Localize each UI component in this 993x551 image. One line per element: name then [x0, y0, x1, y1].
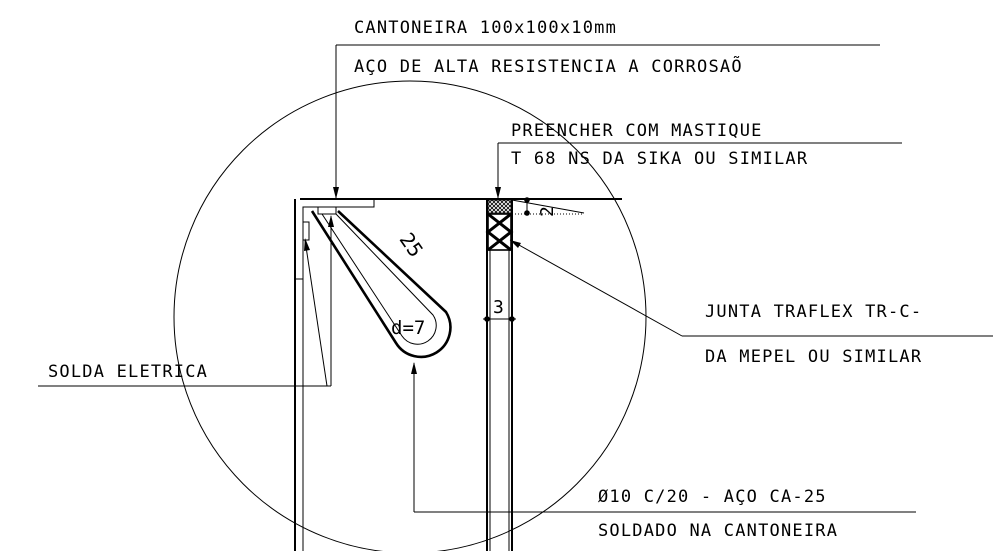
solda-arrow-2 — [304, 238, 310, 251]
junta-label-2: DA MEPEL OU SIMILAR — [705, 347, 922, 367]
gap-dim-label: 3 — [493, 297, 504, 318]
diameter-dim-label: d=7 — [391, 317, 425, 339]
preencher-label-2: T 68 NS DA SIKA OU SIMILAR — [511, 149, 808, 169]
junta-leader-diagonal — [509, 239, 683, 337]
cantoneira-label-1: CANTONEIRA 100x100x10mm — [354, 18, 617, 38]
depth-dim-dot-top — [524, 197, 530, 203]
depth-dim-label: 2 — [537, 206, 558, 217]
traflex-seal — [485, 212, 514, 252]
gap-dim-dot-right — [509, 316, 515, 322]
depth-dim-top — [511, 199, 585, 214]
bar-arrow — [411, 362, 417, 374]
anchor-hook-outer — [310, 210, 452, 359]
cantoneira-arrow — [333, 187, 339, 199]
junta-label-1: JUNTA TRAFLEX TR-C- — [705, 302, 922, 322]
mastique-fill — [487, 199, 512, 214]
anchor-hook-inner — [321, 213, 437, 345]
solda-leader-diagonal — [304, 239, 328, 387]
preencher-label-1: PREENCHER COM MASTIQUE — [511, 121, 763, 141]
junta-arrow — [510, 240, 521, 248]
bend-dim-label: 25 — [395, 228, 428, 262]
solda-arrow-1 — [328, 215, 334, 227]
steel-angle-small-block — [317, 206, 337, 215]
preencher-arrow — [495, 187, 501, 199]
solda-label: SOLDA ELETRICA — [48, 362, 208, 382]
steel-angle-inner — [302, 199, 375, 279]
depth-dim-dot-bottom — [524, 210, 530, 216]
bar-label-1: Ø10 C/20 - AÇO CA-25 — [598, 487, 827, 507]
steel-angle-weld-block — [302, 221, 310, 241]
detail-circle — [173, 80, 647, 551]
cantoneira-label-2: AÇO DE ALTA RESISTENCIA A CORROSAÕ — [354, 55, 743, 77]
bar-label-2: SOLDADO NA CANTONEIRA — [598, 521, 838, 541]
gap-dim-dot-left — [484, 316, 490, 322]
